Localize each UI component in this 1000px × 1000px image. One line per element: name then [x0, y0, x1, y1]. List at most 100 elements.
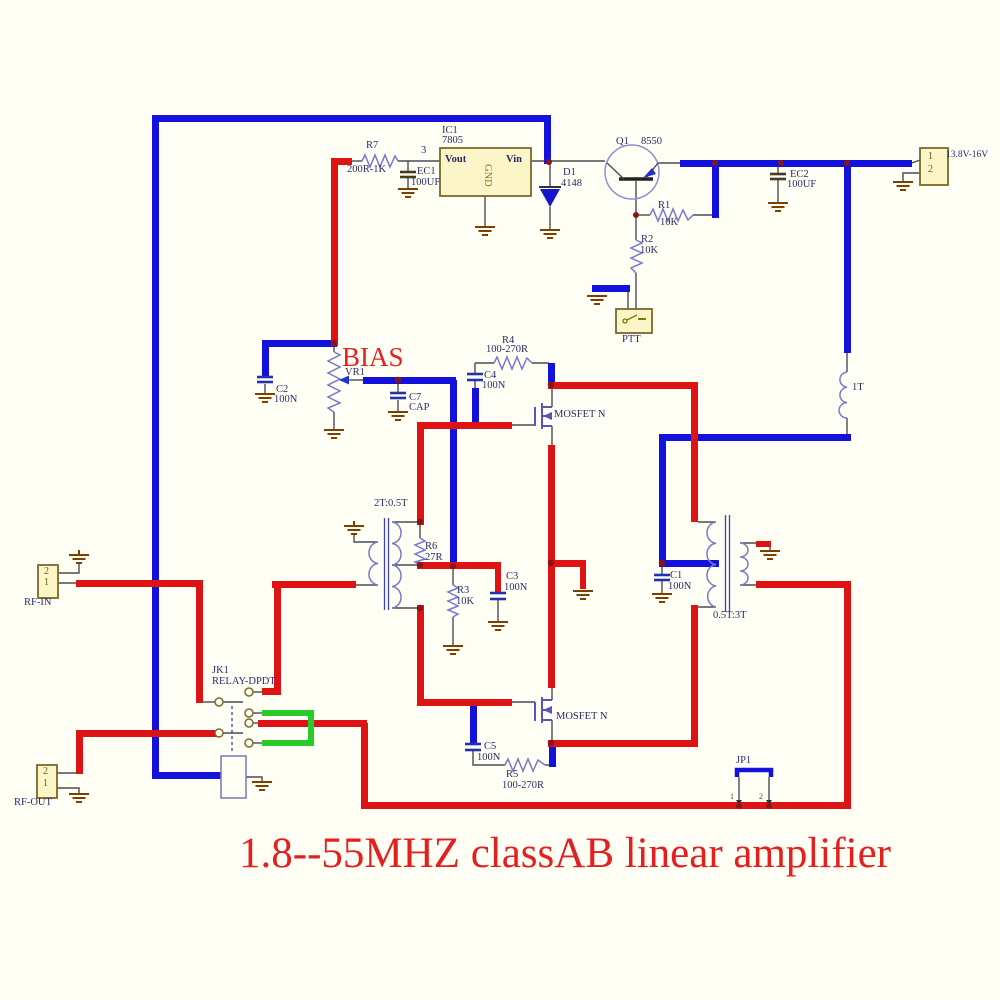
ic1-ref: IC1: [442, 125, 458, 136]
ptt-switch-icon: [622, 314, 646, 324]
resistor-r7: [361, 153, 399, 169]
relay-contact: [244, 687, 254, 697]
t-in-label: 2T:0.5T: [374, 498, 408, 509]
potentiometer-vr1: [326, 351, 342, 413]
diode-d1: [539, 186, 561, 207]
resistor-r2: [629, 239, 644, 274]
transistor-q1: [604, 144, 660, 200]
c5-value: 100N: [477, 752, 501, 763]
relay-contact: [214, 728, 224, 738]
l1-label: 1T: [852, 382, 864, 393]
signal-wires-red: [76, 158, 851, 809]
schematic-title: 1.8--55MHZ classAB linear amplifier: [239, 830, 891, 877]
r4-value: 100-270R: [486, 344, 528, 355]
d1-ref: D1: [563, 167, 576, 178]
r3-ref: R3: [457, 585, 470, 596]
ceramic-capacitors: [257, 372, 670, 752]
rf-out-label: RF-OUT: [14, 797, 52, 808]
power-conn-pin2: 2: [928, 164, 933, 175]
power-wires-blue: [152, 115, 912, 779]
relay-contact: [244, 718, 254, 728]
power-conn-pin1: 1: [928, 151, 933, 162]
r7-ref: R7: [366, 140, 379, 151]
ec2-ref: EC2: [790, 169, 809, 180]
rf-in-label: RF-IN: [24, 597, 52, 608]
rf-out-pin1: 1: [43, 778, 48, 789]
c3-ref: C3: [506, 571, 519, 582]
ic1-part: 7805: [442, 135, 463, 146]
c2-ref: C2: [276, 384, 289, 395]
r4-ref: R4: [502, 335, 515, 346]
jp1-pin1-arrow-icon: [736, 800, 742, 805]
jp1-jumper-bracket: [734, 767, 774, 777]
jk1-ref: JK1: [212, 665, 229, 676]
r7-value: 200R-1K: [347, 164, 387, 175]
jp1-pin2-arrow-icon: [766, 800, 772, 805]
relay-contact: [244, 708, 254, 718]
r1-value: 10K: [660, 217, 679, 228]
junction-dots: [330, 159, 850, 809]
ground-symbols: [69, 181, 913, 803]
q1-part: 8550: [641, 136, 662, 147]
r1-ref: R1: [658, 200, 671, 211]
resistor-r5: [504, 757, 546, 773]
c4-value: 100N: [482, 380, 506, 391]
thin-wires: [57, 159, 921, 801]
transformer-input: [368, 518, 402, 610]
resistor-r3: [445, 584, 460, 618]
mosfet-top-arrow-icon: [543, 412, 552, 420]
ptt-label: PTT: [622, 334, 641, 345]
c1-value: 100N: [668, 581, 692, 592]
ec1-value: 100UF: [411, 177, 441, 188]
r3-value: 10K: [456, 596, 475, 607]
jp1-pin2: 2: [759, 792, 763, 801]
t-out-label: 0.5T:3T: [713, 610, 747, 621]
ic1-pin-gnd: GND: [482, 164, 493, 187]
ptt-box: [615, 308, 653, 334]
c5-ref: C5: [484, 741, 497, 752]
vr1-ref: VR1: [345, 367, 365, 378]
c2-value: 100N: [274, 394, 298, 405]
ec2-value: 100UF: [787, 179, 817, 190]
transformer-output: [706, 515, 749, 612]
mosfet-top-label: MOSFET N: [554, 409, 606, 420]
jp1-ref: JP1: [736, 755, 752, 766]
power-connector-box: [919, 147, 949, 186]
c7-ref: C7: [409, 392, 422, 403]
vr1-wiper-arrow-icon: [339, 375, 349, 385]
r2-ref: R2: [641, 234, 654, 245]
rf-out-pin2: 2: [43, 766, 48, 777]
resistor-r1: [649, 207, 694, 223]
r5-value: 100-270R: [502, 780, 544, 791]
component-boxes: [36, 147, 949, 799]
q1-ref: Q1: [616, 136, 629, 147]
resistor-symbols: [326, 153, 694, 773]
rf-out-connector-box: [36, 764, 58, 799]
mosfet-bottom-symbol: [534, 697, 552, 723]
mosfet-top-symbol: [534, 403, 552, 429]
resistor-r6: [413, 537, 428, 566]
c4-ref: C4: [484, 370, 497, 381]
c3-value: 100N: [504, 582, 528, 593]
ec1-ref: EC1: [417, 166, 436, 177]
ic1-box: [439, 147, 532, 197]
relay-coil-box: [220, 755, 247, 799]
jk1-part: RELAY-DPDT: [212, 676, 276, 687]
ic1-pin3: 3: [421, 145, 427, 156]
r6-value: 27R: [425, 552, 443, 563]
electrolytic-capacitors: [400, 170, 786, 181]
resistor-r4: [493, 355, 533, 371]
r5-ref: R5: [506, 769, 519, 780]
rf-in-pin2: 2: [44, 566, 49, 577]
c7-value: CAP: [409, 402, 430, 413]
relay-jk1: [214, 687, 254, 799]
mosfet-bottom-arrow-icon: [543, 706, 552, 714]
ic1-pin-vin: Vin: [506, 154, 522, 165]
power-conn-label: 13.8V-16V: [946, 150, 989, 160]
r2-value: 10K: [640, 245, 659, 256]
mosfet-bot-label: MOSFET N: [556, 711, 608, 722]
c1-ref: C1: [670, 570, 683, 581]
relay-contact: [214, 697, 224, 707]
q1-emitter-arrow-icon: [643, 168, 656, 178]
